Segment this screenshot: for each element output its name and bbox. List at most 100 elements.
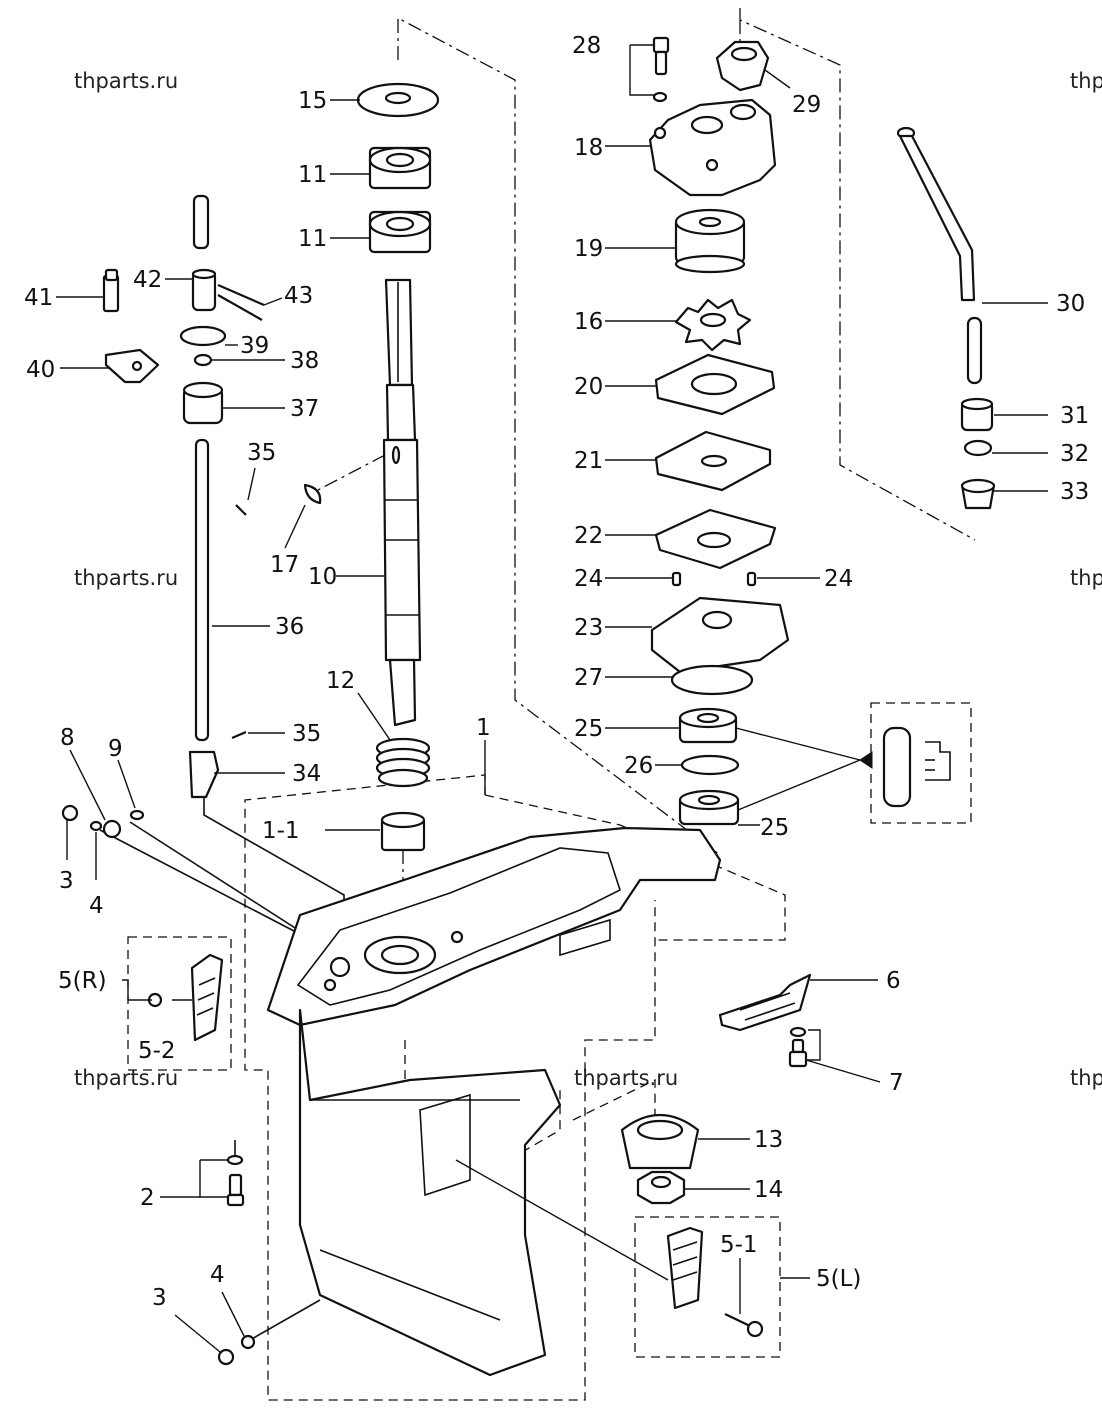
label-38: 38: [290, 348, 319, 374]
part-14-nut: [636, 1170, 686, 1205]
label-10: 10: [308, 564, 337, 590]
watermark-6: thp: [1070, 566, 1102, 590]
part-5l-anode: [666, 1226, 704, 1310]
watermark-4: thparts.ru: [574, 1066, 678, 1090]
label-35-lower: 35: [292, 721, 321, 747]
part-19-insert-cartridge: [674, 208, 746, 274]
part-39-o-ring: [179, 325, 227, 347]
label-1-1: 1-1: [262, 818, 300, 844]
part-3-bolt-upper: [61, 804, 79, 822]
key-line: [317, 454, 386, 491]
label-27: 27: [574, 665, 603, 691]
label-31: 31: [1060, 403, 1089, 429]
part-9-washer: [129, 809, 145, 821]
watermark-5: thp: [1070, 69, 1102, 93]
label-26: 26: [624, 753, 653, 779]
label-21: 21: [574, 448, 603, 474]
group-frames: [127, 702, 972, 1401]
part-28-bolt-washer: [652, 36, 670, 103]
label-22: 22: [574, 523, 603, 549]
label-40: 40: [26, 357, 55, 383]
label-30: 30: [1056, 291, 1085, 317]
label-3-lower: 3: [152, 1285, 167, 1311]
part-16-impeller: [674, 298, 752, 352]
part-11-bearing-upper: [368, 146, 432, 190]
label-6: 6: [886, 968, 901, 994]
lower-case-frame: [244, 774, 656, 1401]
label-8: 8: [60, 725, 75, 751]
part-13-pinion-gear: [620, 1113, 700, 1170]
label-13: 13: [754, 1127, 783, 1153]
part-15-washer: [356, 82, 440, 118]
label-29: 29: [792, 92, 821, 118]
label-32: 32: [1060, 441, 1089, 467]
label-34: 34: [292, 761, 321, 787]
label-19: 19: [574, 236, 603, 262]
lower-case-frame-top: [484, 794, 786, 941]
part-40-plate: [104, 348, 160, 384]
label-3-upper: 3: [59, 868, 74, 894]
watermark-1: thparts.ru: [74, 69, 178, 93]
label-5-2: 5-2: [138, 1038, 176, 1064]
label-15: 15: [298, 88, 327, 114]
label-39: 39: [240, 333, 269, 359]
part-labels: 15 11 11 41 42 43 39 38 40 37 35 17 10 3…: [24, 33, 1089, 1311]
label-25-lower: 25: [760, 815, 789, 841]
label-5l: 5(L): [816, 1266, 861, 1292]
watermark-7: thp: [1070, 1066, 1102, 1090]
label-2: 2: [140, 1185, 155, 1211]
part-25-oil-seal-lower: [678, 789, 740, 826]
label-7: 7: [889, 1070, 904, 1096]
part-6-plate: [718, 973, 812, 1032]
part-1-lower-casing: [266, 826, 722, 1377]
part-24-dowel-pins: [671, 571, 757, 587]
part-29-grommet: [715, 40, 770, 92]
seal-orientation-detail: [859, 726, 951, 808]
label-18: 18: [574, 135, 603, 161]
assembly-lines: [99, 8, 976, 1341]
label-11-lower: 11: [298, 226, 327, 252]
bolt-3b-line: [249, 1299, 321, 1341]
part-3-bolt-lower: [217, 1348, 235, 1366]
part-22-gasket: [654, 508, 777, 570]
shift-rod-upper-end: [192, 194, 210, 250]
label-5r: 5(R): [58, 968, 107, 994]
part-41-bolt: [102, 268, 120, 313]
label-24-right: 24: [824, 566, 853, 592]
part-30-water-tube: [896, 126, 983, 385]
label-41: 41: [24, 285, 53, 311]
label-12: 12: [326, 668, 355, 694]
part-20-gasket: [654, 353, 776, 416]
anode-r-frame: [127, 936, 232, 1071]
gear-frame: [572, 1078, 656, 1121]
label-9: 9: [108, 736, 123, 762]
part-4-washer-upper: [89, 820, 103, 832]
part-21-outer-plate: [654, 430, 772, 492]
part-1-1-bushing: [380, 811, 426, 852]
part-17-woodruff-key: [303, 483, 322, 505]
leader-lines: [56, 44, 1048, 1353]
part-26-washer: [680, 754, 740, 776]
part-38-o-ring: [193, 353, 213, 367]
part-36-shift-rod: [194, 438, 210, 742]
label-42: 42: [133, 267, 162, 293]
part-35-pin-lower: [231, 730, 247, 740]
label-36: 36: [275, 614, 304, 640]
part-5r-anode: [147, 953, 224, 1042]
part-25-oil-seal-upper: [678, 707, 738, 744]
label-16: 16: [574, 309, 603, 335]
part-27-o-ring: [670, 664, 754, 696]
label-5-1: 5-1: [720, 1232, 758, 1258]
part-43-pins: [217, 283, 265, 321]
watermark-2: thparts.ru: [74, 566, 178, 590]
label-20: 20: [574, 374, 603, 400]
part-10-drive-shaft: [382, 278, 422, 727]
label-37: 37: [290, 396, 319, 422]
part-35-pin-upper: [235, 504, 247, 516]
driveshaft-assembly-line: [397, 16, 721, 856]
label-4-upper: 4: [89, 893, 104, 919]
label-23: 23: [574, 615, 603, 641]
part-2-bolt-washer: [226, 1154, 245, 1207]
label-14: 14: [754, 1177, 783, 1203]
part-32-o-ring: [963, 439, 993, 457]
